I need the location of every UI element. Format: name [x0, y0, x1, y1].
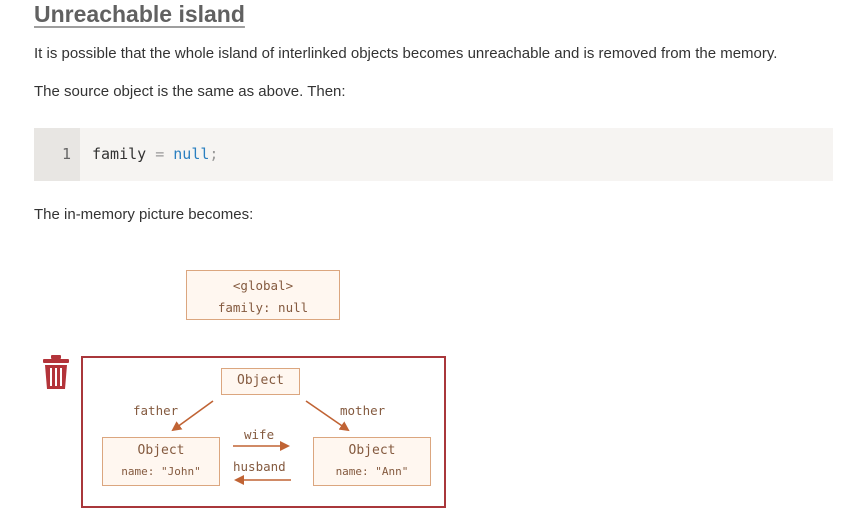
- trash-icon: [43, 355, 69, 389]
- code-keyword: null: [173, 145, 210, 163]
- john-object-name: name: "John": [121, 465, 201, 478]
- global-box-title: <global>: [232, 278, 294, 293]
- unreachable-island-frame: [81, 356, 446, 508]
- father-arrow: [171, 400, 214, 432]
- mother-label: mother: [340, 403, 386, 418]
- paragraph-unreachable-description: It is possible that the whole island of …: [34, 45, 778, 62]
- paragraph-source-object: The source object is the same as above. …: [34, 83, 346, 100]
- code-line: family = null;: [92, 145, 218, 163]
- wife-label: wife: [244, 427, 275, 442]
- code-block[interactable]: 1 family = null;: [34, 128, 833, 181]
- section-heading-link[interactable]: Unreachable island: [34, 1, 245, 27]
- father-label: father: [133, 403, 179, 418]
- code-terminator: ;: [209, 145, 219, 163]
- john-object-box: Object name: "John": [102, 437, 220, 486]
- memory-diagram: <global> family: null Object father moth…: [0, 250, 867, 520]
- ann-object-title: Object: [348, 443, 396, 458]
- code-gutter: [34, 128, 80, 181]
- husband-label: husband: [233, 459, 286, 474]
- code-operator: =: [155, 145, 165, 163]
- ann-object-name: name: "Ann": [335, 465, 409, 478]
- code-identifier: family: [92, 145, 147, 163]
- ann-object-box: Object name: "Ann": [313, 437, 431, 486]
- reference-arrows: [171, 400, 350, 485]
- code-line-number: 1: [62, 145, 72, 163]
- paragraph-memory-picture: The in-memory picture becomes:: [34, 206, 254, 223]
- john-object-title: Object: [137, 443, 185, 458]
- mother-arrow: [305, 400, 350, 432]
- global-box-family: family: null: [217, 300, 309, 315]
- top-object-box: Object: [221, 368, 300, 395]
- global-box: <global> family: null: [186, 270, 340, 320]
